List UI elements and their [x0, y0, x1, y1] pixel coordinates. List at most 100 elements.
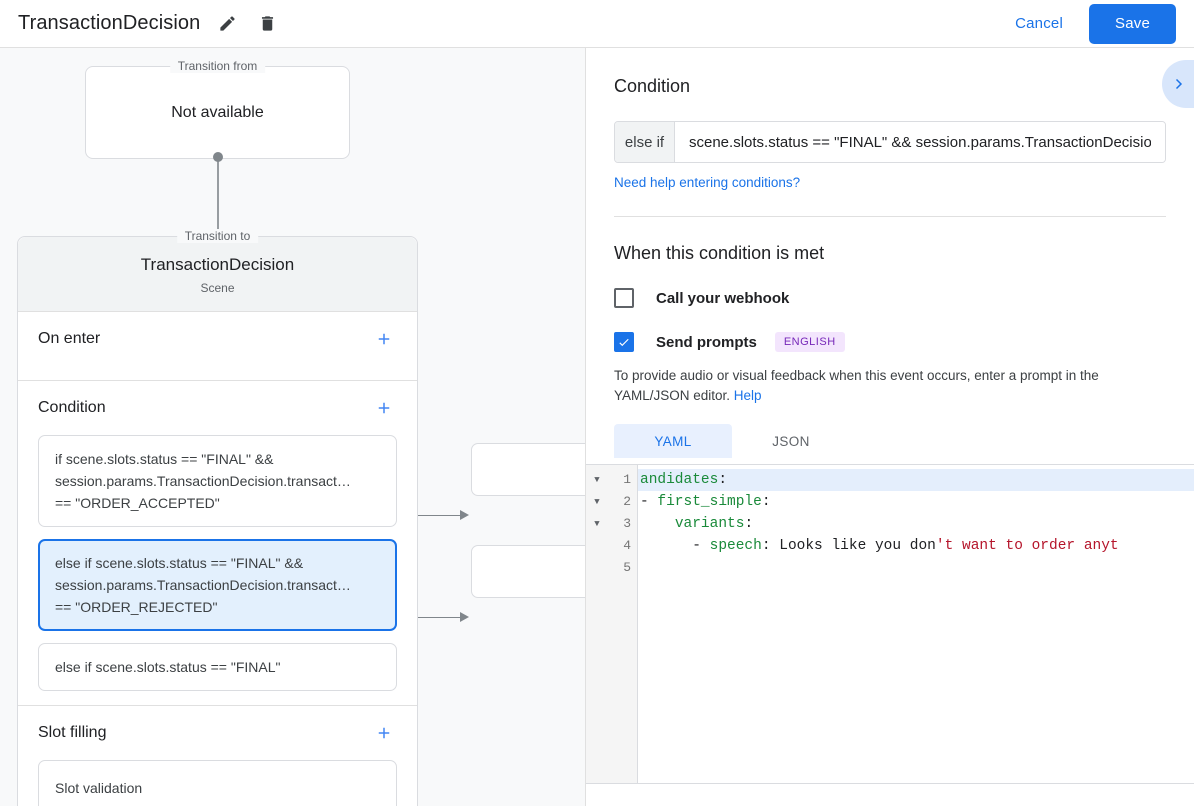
tab-yaml[interactable]: YAML: [614, 424, 732, 458]
condition-line: session.params.TransactionDecision.trans…: [55, 577, 351, 593]
code-token: andidates: [640, 472, 719, 488]
call-webhook-checkbox[interactable]: [614, 288, 634, 308]
condition-card-selected[interactable]: else if scene.slots.status == "FINAL" &&…: [38, 539, 397, 631]
send-prompts-row[interactable]: Send prompts ENGLISH: [614, 332, 1166, 352]
tab-json[interactable]: JSON: [772, 433, 810, 449]
editor-line[interactable]: [638, 557, 1194, 579]
transition-from-value: Not available: [171, 103, 264, 121]
code-token: Looks like you don: [779, 538, 936, 554]
scene-subtitle: Scene: [200, 281, 235, 295]
transition-to-legend: Transition to: [176, 229, 259, 243]
editor-code-area[interactable]: andidates:- first_simple: variants: - sp…: [638, 465, 1194, 783]
condition-card[interactable]: if scene.slots.status == "FINAL" && sess…: [38, 435, 397, 527]
add-on-enter-icon[interactable]: [371, 326, 397, 352]
slot-validation-card[interactable]: Slot validation: [38, 760, 397, 806]
editor-tabs: YAML JSON: [614, 424, 1166, 458]
editor-line[interactable]: variants:: [638, 513, 1194, 535]
call-webhook-label: Call your webhook: [656, 289, 790, 307]
transition-from-legend: Transition from: [169, 59, 266, 73]
edge-line: [400, 617, 462, 618]
scene-header: Transition to TransactionDecision Scene: [18, 229, 417, 311]
code-editor[interactable]: ▼ 1 ▼ 2 ▼ 3 4 5: [586, 464, 1194, 784]
section-header: Slot filling: [38, 706, 397, 760]
gutter-row[interactable]: ▼ 2: [586, 491, 637, 513]
code-token: -: [640, 494, 658, 510]
gutter-row[interactable]: ▼ 1: [586, 469, 637, 491]
code-token: :: [744, 516, 754, 532]
condition-prefix-label: else if: [615, 122, 675, 162]
condition-line: session.params.TransactionDecision.trans…: [55, 473, 351, 489]
fold-triangle-icon[interactable]: ▼: [594, 497, 600, 507]
edge-arrow-head: [460, 510, 469, 520]
fold-triangle-icon[interactable]: ▼: [594, 475, 600, 485]
prompts-help-link[interactable]: Help: [733, 388, 762, 403]
scene-card: Transition to TransactionDecision Scene …: [17, 229, 418, 806]
code-token: [640, 516, 675, 532]
slot-validation-label: Slot validation: [55, 780, 143, 796]
line-number: 4: [623, 538, 631, 553]
gutter-row[interactable]: ▼ 3: [586, 513, 637, 535]
code-token: 't want to order anyt: [935, 538, 1119, 554]
cancel-button[interactable]: Cancel: [1015, 15, 1063, 32]
add-condition-icon[interactable]: [371, 395, 397, 421]
send-prompts-checkbox[interactable]: [614, 332, 634, 352]
section-header: On enter: [38, 312, 397, 366]
language-badge: ENGLISH: [774, 332, 845, 352]
line-number: 2: [623, 494, 631, 509]
section-header: Condition: [38, 381, 397, 435]
code-token: :: [761, 538, 780, 554]
code-token: variants: [674, 516, 745, 532]
prompts-hint: To provide audio or visual feedback when…: [614, 366, 1166, 406]
condition-line: == "ORDER_ACCEPTED": [55, 495, 220, 511]
panel-divider: [614, 216, 1166, 217]
transition-from-box: Transition from Not available: [85, 59, 350, 159]
condition-card[interactable]: else if scene.slots.status == "FINAL": [38, 643, 397, 691]
section-title-on-enter: On enter: [38, 330, 101, 347]
section-title-slot-filling: Slot filling: [38, 724, 107, 741]
send-prompts-label: Send prompts: [656, 333, 757, 351]
section-on-enter: On enter: [18, 311, 417, 380]
editor-line[interactable]: - speech: Looks like you don't want to o…: [638, 535, 1194, 557]
line-number: 3: [623, 516, 631, 531]
pencil-icon[interactable]: [214, 11, 240, 37]
edge-arrow-head: [460, 612, 469, 622]
section-slot-filling: Slot filling Slot validation: [18, 705, 417, 806]
code-token: speech: [709, 538, 762, 554]
section-title-condition: Condition: [38, 399, 106, 416]
condition-line: == "ORDER_REJECTED": [55, 599, 218, 615]
condition-input-row[interactable]: else if: [614, 121, 1166, 163]
condition-header-section: Condition else if Need help entering con…: [586, 48, 1194, 217]
code-token: first_simple: [657, 494, 762, 510]
webhook-row[interactable]: Call your webhook: [614, 288, 1166, 308]
section-condition: Condition if scene.slots.status == "FINA…: [18, 380, 417, 705]
editor-gutter: ▼ 1 ▼ 2 ▼ 3 4 5: [586, 465, 638, 783]
condition-line: if scene.slots.status == "FINAL" &&: [55, 451, 274, 467]
chevron-right-icon[interactable]: [1162, 60, 1194, 108]
condition-line: else if scene.slots.status == "FINAL" &&: [55, 555, 304, 571]
code-token: :: [718, 472, 728, 488]
editor-line[interactable]: - first_simple:: [638, 491, 1194, 513]
prompts-hint-text: To provide audio or visual feedback when…: [614, 368, 1099, 403]
when-condition-met-section: When this condition is met Call your web…: [586, 217, 1194, 458]
edge-line: [400, 515, 462, 516]
condition-input[interactable]: [675, 122, 1165, 162]
gutter-row: 4: [586, 535, 637, 557]
details-panel: Condition else if Need help entering con…: [585, 48, 1194, 806]
page-title: TransactionDecision: [18, 12, 201, 34]
editor-line[interactable]: andidates:: [638, 469, 1194, 491]
scene-name: TransactionDecision: [140, 255, 295, 274]
line-number: 1: [623, 472, 631, 487]
save-button[interactable]: Save: [1089, 3, 1176, 44]
code-token: -: [640, 538, 710, 554]
condition-help-link[interactable]: Need help entering conditions?: [614, 175, 801, 190]
top-bar: TransactionDecision Cancel Save: [0, 0, 1194, 48]
trash-icon[interactable]: [254, 11, 280, 37]
condition-line: else if scene.slots.status == "FINAL": [55, 659, 281, 675]
fold-triangle-icon[interactable]: ▼: [594, 519, 600, 529]
line-number: 5: [623, 560, 631, 575]
gutter-row: 5: [586, 557, 637, 579]
panel-title: Condition: [614, 76, 691, 96]
when-met-heading: When this condition is met: [614, 243, 825, 263]
add-slot-filling-icon[interactable]: [371, 720, 397, 746]
